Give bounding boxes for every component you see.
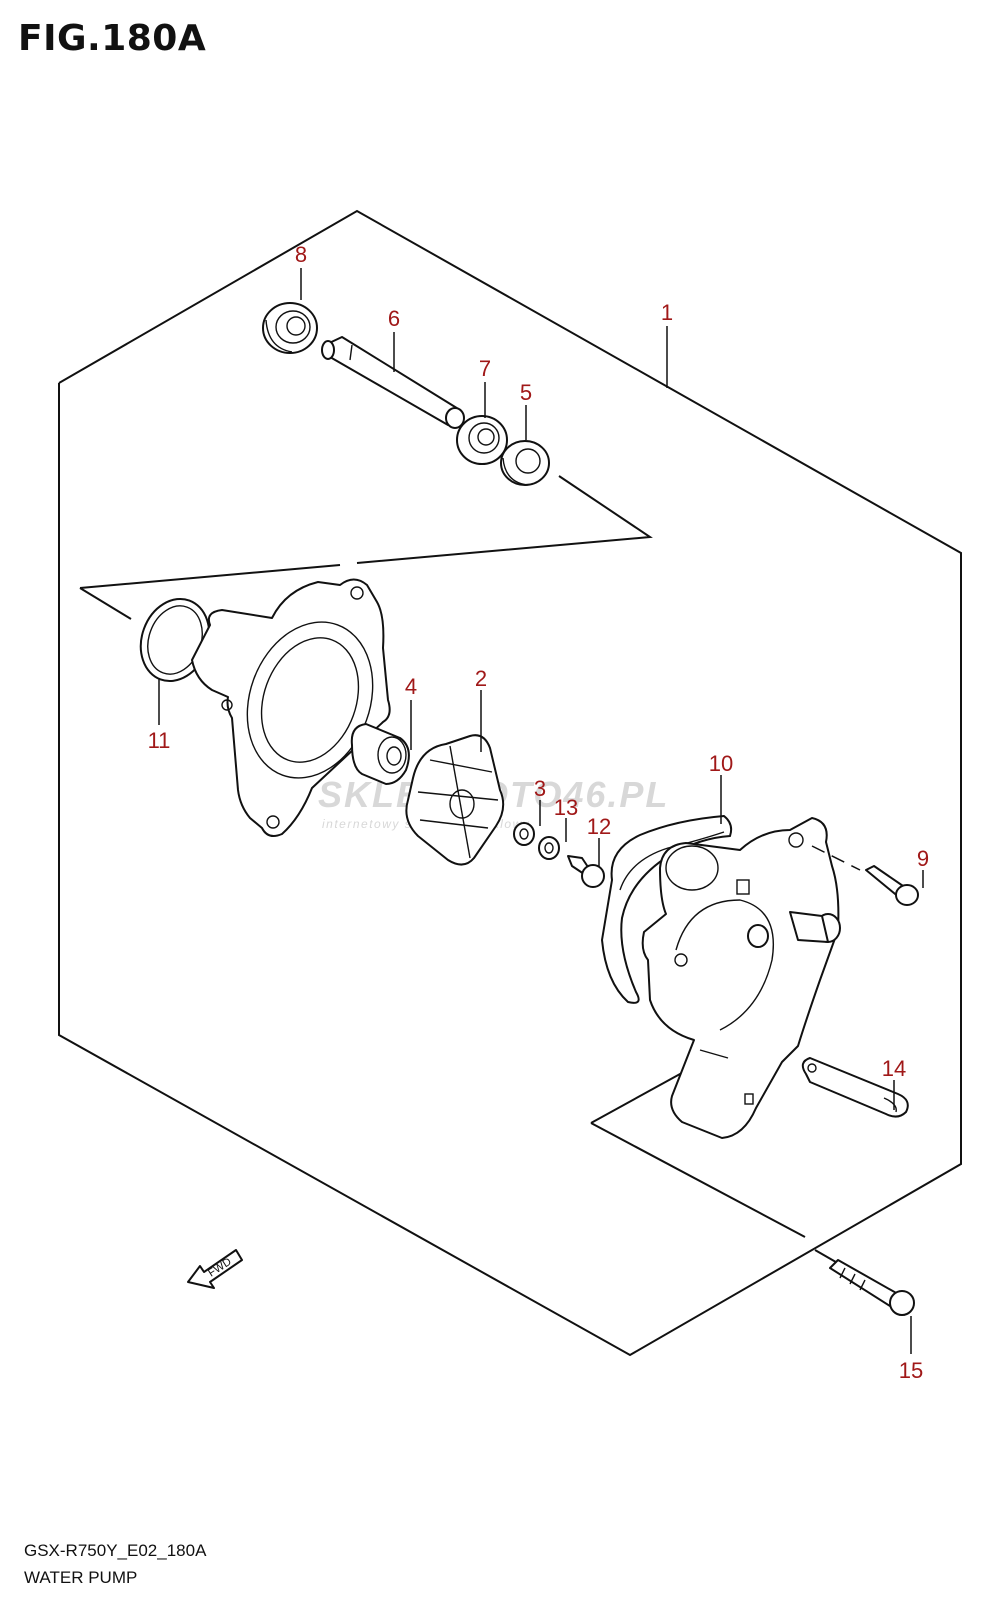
part-12-bolt[interactable] <box>567 855 605 888</box>
callout-7[interactable]: 7 <box>479 356 491 381</box>
part-5-seal[interactable] <box>500 440 550 486</box>
callout-12[interactable]: 12 <box>587 814 611 839</box>
callout-6[interactable]: 6 <box>388 306 400 331</box>
part-6-shaft[interactable] <box>321 336 465 429</box>
figure-title: FIG.180A <box>18 18 207 59</box>
callout-labels: 8 6 7 5 1 4 2 11 10 3 13 12 9 14 15 <box>148 242 930 1383</box>
part-7-bearing[interactable] <box>456 415 508 465</box>
callout-11[interactable]: 11 <box>148 728 171 753</box>
part-2-impeller[interactable] <box>405 734 505 866</box>
callout-3[interactable]: 3 <box>534 776 546 801</box>
callout-13[interactable]: 13 <box>554 795 578 820</box>
part-3-washer[interactable] <box>513 822 535 846</box>
diagram-footer: GSX-R750Y_E02_180A WATER PUMP <box>24 1537 206 1591</box>
fwd-direction-arrow: FWD <box>187 1249 243 1289</box>
callout-8[interactable]: 8 <box>295 242 307 267</box>
diagram-code: GSX-R750Y_E02_180A <box>24 1541 207 1560</box>
part-4-mechanical-seal[interactable] <box>350 723 410 785</box>
callout-10[interactable]: 10 <box>709 751 733 776</box>
pump-cover-housing <box>191 578 391 837</box>
callout-9[interactable]: 9 <box>917 846 929 871</box>
callout-5[interactable]: 5 <box>520 380 532 405</box>
leader-lines <box>158 268 924 1354</box>
callout-1[interactable]: 1 <box>661 300 673 325</box>
callout-15[interactable]: 15 <box>899 1358 923 1383</box>
part-15-bolt[interactable] <box>829 1259 915 1316</box>
diagram-name: WATER PUMP <box>24 1568 138 1587</box>
part-9-bolt[interactable] <box>811 845 919 906</box>
callout-4[interactable]: 4 <box>405 674 417 699</box>
callout-2[interactable]: 2 <box>475 666 487 691</box>
part-13-washer[interactable] <box>538 836 560 860</box>
part-8-bearing[interactable] <box>262 302 318 354</box>
part-1-water-pump-body[interactable] <box>641 817 841 1139</box>
callout-14[interactable]: 14 <box>882 1056 906 1081</box>
